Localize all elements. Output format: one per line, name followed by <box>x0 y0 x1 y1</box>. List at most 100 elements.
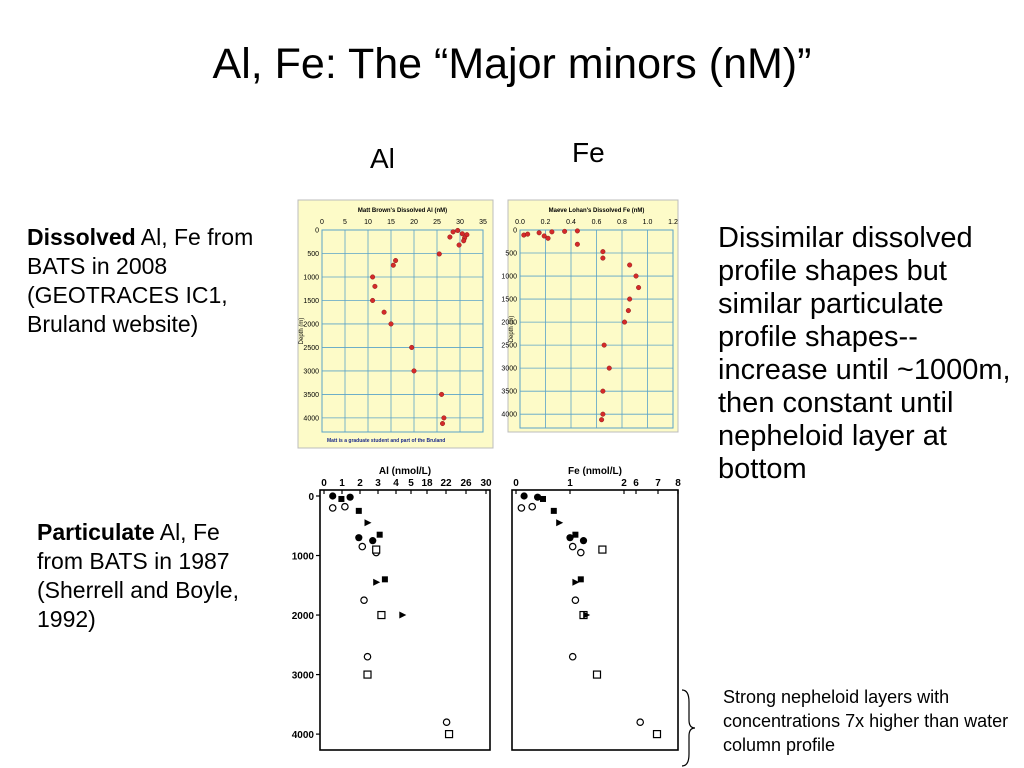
x-tick-label: 4 <box>393 478 399 489</box>
data-point-circle-open <box>571 596 580 604</box>
data-point <box>372 283 378 289</box>
panel-background <box>507 199 679 433</box>
x-tick-label: 30 <box>456 219 464 226</box>
data-point-circle-filled <box>355 534 363 542</box>
data-point-circle-filled <box>346 493 354 501</box>
data-point <box>388 321 394 327</box>
x-tick-label: 7 <box>655 478 661 489</box>
data-point <box>455 227 461 233</box>
data-point-square-open <box>444 729 454 739</box>
data-point-circle-open <box>568 652 577 661</box>
data-point-circle-open <box>358 542 367 551</box>
data-point-square-filled <box>550 507 557 514</box>
x-tick-label: 20 <box>410 219 418 226</box>
data-point <box>622 319 628 325</box>
plot-frame <box>511 489 679 751</box>
data-point-circle-filled <box>369 537 377 545</box>
x-tick-label: 0 <box>321 478 327 489</box>
data-point <box>440 421 446 427</box>
y-tick-label: 3000 <box>303 368 319 375</box>
particulate-caption-rest: Al, Fe from BATS in 1987 (Sherrell and B… <box>37 519 239 632</box>
chart-title: Maeve Lohan's Dissolved Fe (nM) <box>549 208 645 214</box>
y-tick-label: 2000 <box>501 320 517 327</box>
data-point <box>390 262 396 268</box>
data-point-square-filled <box>572 531 579 538</box>
y-tick-label: 3500 <box>501 389 517 396</box>
y-tick-label: 2500 <box>501 343 517 350</box>
particulate-caption: Particulate Al, Fe from BATS in 1987 (Sh… <box>37 518 267 634</box>
data-point <box>600 388 606 394</box>
data-point-circle-filled <box>534 493 542 501</box>
y-tick-label: 4000 <box>501 412 517 419</box>
x-tick-label: 25 <box>433 219 441 226</box>
data-point <box>450 229 456 235</box>
data-point <box>636 285 642 291</box>
data-point <box>370 297 376 303</box>
x-tick-label: 1.0 <box>643 219 653 226</box>
x-tick-label: 2 <box>621 478 627 489</box>
data-point-triangle-filled <box>373 578 381 586</box>
data-point-triangle-filled <box>583 611 591 619</box>
y-tick-label: 1000 <box>501 274 517 281</box>
data-point <box>439 391 445 397</box>
data-point-circle-open <box>442 718 451 726</box>
x-tick-label: 0.4 <box>566 219 576 226</box>
data-point-circle-filled <box>579 537 588 545</box>
data-point <box>409 344 415 350</box>
data-point <box>625 308 631 314</box>
chart-title: Matt Brown's Dissolved Al (nM) <box>358 208 447 214</box>
x-tick-label: 6 <box>633 478 639 489</box>
data-point <box>459 231 465 237</box>
data-point <box>627 262 633 268</box>
chart-footnote: Matt is a graduate student and part of t… <box>327 438 445 444</box>
data-point-square-filled <box>376 531 383 538</box>
data-point <box>633 273 639 279</box>
data-point-triangle-filled <box>399 611 407 619</box>
y-tick-label: 2500 <box>303 345 319 352</box>
data-point-circle-open <box>341 502 349 511</box>
data-point-circle-open <box>528 502 537 511</box>
particulate-caption-bold: Particulate <box>37 519 155 545</box>
y-tick-label: 1000 <box>303 274 319 281</box>
data-point-triangle-filled <box>556 519 564 527</box>
y-tick-label: 500 <box>505 251 517 258</box>
data-point <box>606 365 612 371</box>
y-axis-label: Depth (m) <box>509 316 515 343</box>
x-tick-label: 3 <box>375 478 381 489</box>
data-point-circle-open <box>360 596 368 604</box>
data-point-circle-open <box>363 652 372 661</box>
data-point <box>562 228 568 234</box>
y-tick-label: 4000 <box>292 730 315 741</box>
data-point <box>627 296 633 302</box>
data-point <box>549 229 555 235</box>
x-tick-label: 0.6 <box>592 219 602 226</box>
x-tick-label: 8 <box>675 478 681 489</box>
x-tick-label: 0 <box>320 219 324 226</box>
data-point <box>441 415 447 421</box>
x-tick-label: 26 <box>460 478 472 489</box>
x-tick-label: 1 <box>339 478 345 489</box>
x-tick-label: 5 <box>343 219 347 226</box>
y-tick-label: 3000 <box>501 366 517 373</box>
data-point <box>447 234 453 240</box>
x-axis-title: Fe (nmol/L) <box>568 466 622 477</box>
data-point-circle-filled <box>566 534 574 542</box>
data-point <box>525 231 531 237</box>
y-tick-label: 3000 <box>292 671 315 682</box>
data-point-square-filled <box>577 576 584 583</box>
x-tick-label: 1.2 <box>668 219 678 226</box>
x-tick-label: 5 <box>408 478 414 489</box>
data-point-circle-filled <box>329 492 337 500</box>
y-tick-label: 3500 <box>303 392 319 399</box>
data-point <box>545 235 551 241</box>
data-point <box>600 411 606 417</box>
y-tick-label: 500 <box>307 251 319 258</box>
data-point-square-open <box>592 670 602 679</box>
y-tick-label: 4000 <box>303 415 319 422</box>
data-point-circle-filled <box>520 492 528 500</box>
x-tick-label: 22 <box>440 478 452 489</box>
y-tick-label: 0 <box>513 228 517 235</box>
nepheloid-note: Strong nepheloid layers with concentrati… <box>723 687 1009 755</box>
